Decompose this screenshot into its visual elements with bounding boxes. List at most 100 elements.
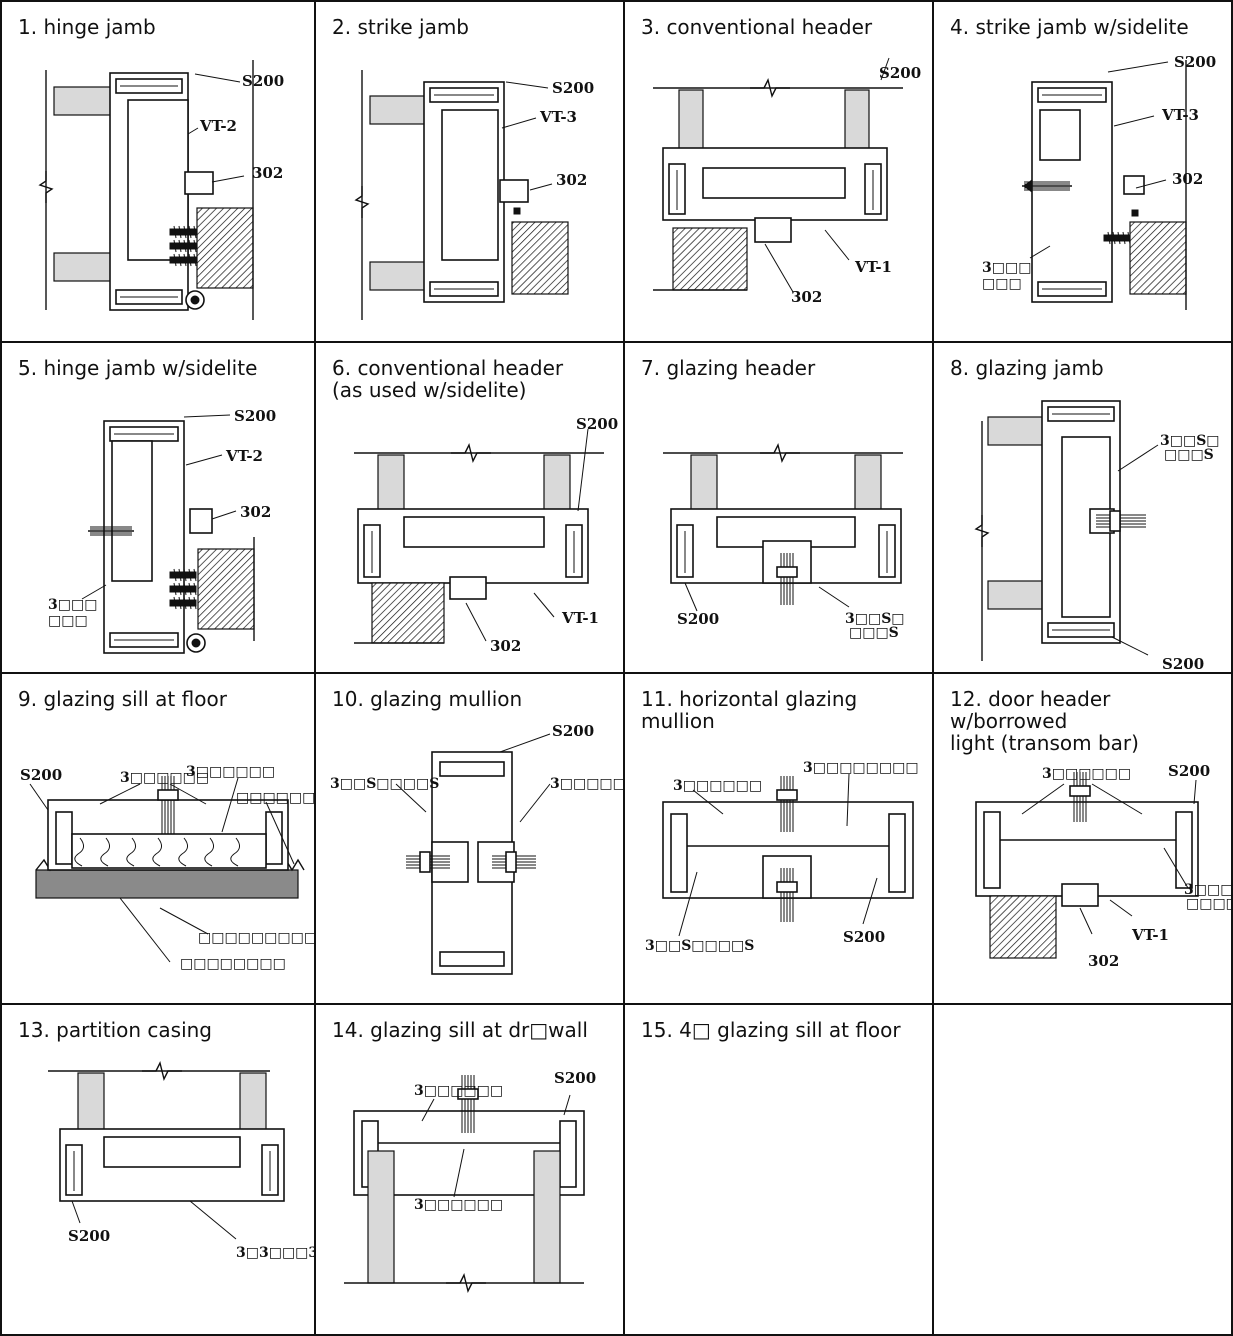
label-note-2: □□□□	[1186, 896, 1233, 912]
detail-title: 7. glazing header	[641, 356, 816, 380]
detail-drawing: S200 3□□S□□□□S	[663, 442, 905, 641]
grid-line-vertical	[1231, 0, 1233, 1336]
label-s200: S200	[576, 415, 618, 433]
label-glazing-part-c: 3□□S□□□□S	[645, 938, 754, 954]
label-vt-1: VT-1	[561, 609, 599, 627]
label-glazing-part-2: □□□S	[1164, 447, 1214, 463]
label-vt-2: VT-2	[199, 117, 237, 135]
grid-line-horizontal	[0, 0, 1233, 2]
grid-line-horizontal	[0, 672, 1233, 674]
detail-drawing	[623, 1003, 932, 1336]
label-vt-1: VT-1	[1131, 926, 1169, 944]
detail-title: 10. glazing mullion	[332, 687, 523, 711]
detail-title: 12. door header w/borrowed light (transo…	[950, 687, 1139, 755]
label-vt-3: VT-3	[539, 108, 577, 126]
label-302: 302	[791, 288, 822, 306]
detail-title: 1. hinge jamb	[18, 15, 156, 39]
detail-cell-16	[932, 1003, 1233, 1336]
grid-line-vertical	[932, 0, 934, 1336]
label-s200: S200	[677, 610, 719, 628]
label-s200: S200	[1174, 53, 1216, 71]
detail-title: 4. strike jamb w/sidelite	[950, 15, 1189, 39]
label-sidelite-part-2: □□□	[48, 613, 88, 629]
label-glazing-part: 3□□□□□□	[120, 770, 209, 786]
detail-title: 2. strike jamb	[332, 15, 470, 39]
detail-title: 3. conventional header	[641, 15, 873, 39]
label-vt-3: VT-3	[1161, 106, 1199, 124]
label-s200: S200	[552, 79, 594, 97]
label-glazing-part-b: 3□□□□□□	[414, 1197, 503, 1213]
label-s200: S200	[552, 722, 594, 740]
detail-title: 14. glazing sill at dr□wall	[332, 1018, 588, 1042]
grid-line-vertical	[0, 0, 2, 1336]
label-vt-1: VT-1	[854, 258, 892, 276]
label-glazing-part: 3□□□□□□	[414, 1083, 503, 1099]
detail-drawing	[932, 1003, 1233, 1336]
grid-line-horizontal	[0, 341, 1233, 343]
label-sidelite-part-2: □□□	[982, 276, 1022, 292]
label-s200: S200	[843, 928, 885, 946]
grid-line-vertical	[623, 0, 625, 1336]
label-vt-2: VT-2	[225, 447, 263, 465]
detail-cell-7: S200 3□□S□□□□S 7. glazing header	[623, 341, 932, 672]
label-note-2: □□□□□□□□□	[198, 930, 314, 946]
label-glazing-part-b: 3□□□□□□□□	[803, 760, 919, 776]
label-s200: S200	[1168, 762, 1210, 780]
detail-cell-15: 15. 4□ glazing sill at floor	[623, 1003, 932, 1336]
grid-line-horizontal	[0, 1003, 1233, 1005]
label-glazing-part: 3□□S□	[845, 611, 905, 627]
label-302: 302	[252, 164, 283, 182]
detail-title: 11. horizontal glazing mullion	[641, 687, 858, 733]
label-302: 302	[556, 171, 587, 189]
detail-drawing: 3□□□□□□ 3□□□□□□□□ 3□□S□□□□S S200	[645, 760, 919, 954]
detail-title: 8. glazing jamb	[950, 356, 1104, 380]
detail-title: 13. partition casing	[18, 1018, 213, 1042]
label-glazing-part-b: 3□□□□□□	[186, 764, 275, 780]
label-note-3: □□□□□□□□	[180, 956, 286, 972]
detail-title: 15. 4□ glazing sill at floor	[641, 1018, 901, 1042]
detail-title: 9. glazing sill at floor	[18, 687, 227, 711]
detail-title: 6. conventional header (as used w/sideli…	[332, 356, 564, 402]
label-302: 302	[1088, 952, 1119, 970]
label-s200: S200	[242, 72, 284, 90]
label-glazing-part: 3□□□□□□	[1042, 766, 1131, 782]
label-glazing-part: 3□□S□	[1160, 433, 1220, 449]
label-glazing-part: 3□□□□□□	[673, 778, 762, 794]
detail-cell-11: 3□□□□□□ 3□□□□□□□□ 3□□S□□□□S S200 11. horizon…	[623, 672, 932, 1003]
label-s200: S200	[68, 1227, 110, 1245]
label-302: 302	[490, 637, 521, 655]
label-s200: S200	[234, 407, 276, 425]
grid-line-vertical	[314, 0, 316, 1336]
detail-title: 5. hinge jamb w/sidelite	[18, 356, 258, 380]
label-302: 302	[1172, 170, 1203, 188]
label-glazing-part: 3□□S□□□□S	[330, 776, 439, 792]
label-302: 302	[240, 503, 271, 521]
label-glazing-part-2: □□□S	[849, 625, 899, 641]
label-s200: S200	[554, 1069, 596, 1087]
label-sidelite-part: 3□□□	[48, 597, 97, 613]
detail-cell-14: 3□□□□□□ S200 3□□□□□□ 14. glazing sill at dr…	[314, 1003, 623, 1336]
